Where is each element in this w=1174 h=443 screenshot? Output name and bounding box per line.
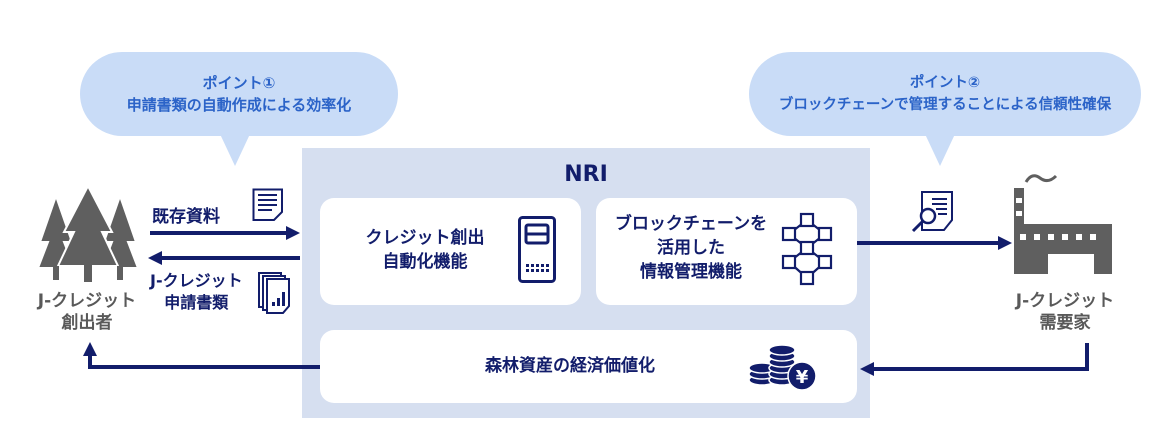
economic-value-box: 森林資産の経済価値化 ¥ (320, 330, 857, 403)
creator-label-line2: 創出者 (61, 313, 113, 333)
coins-yen-icon: ¥ (748, 344, 817, 391)
report-documents-icon (258, 272, 290, 314)
application-docs-line1: J-クレジット (150, 271, 243, 290)
svg-text:¥: ¥ (796, 367, 809, 388)
credit-automation-box: クレジット創出 自動化機能 (320, 198, 581, 305)
point1-title: ポイント① (202, 74, 276, 92)
point2-title: ポイント② (909, 75, 981, 91)
terminal-icon (518, 216, 556, 283)
blockchain-icon (781, 212, 833, 286)
creator-label-line1: J-クレジット (37, 291, 137, 311)
document-search-icon (911, 191, 953, 233)
forest-icon (36, 183, 140, 282)
existing-docs-label: 既存資料 (152, 207, 220, 227)
arrow-value-to-creator (88, 352, 320, 369)
factory-icon (1014, 174, 1112, 274)
blockchain-box: ブロックチェーンを 活用した 情報管理機能 (596, 198, 857, 305)
buyer-label-line1: J-クレジット (1015, 291, 1115, 311)
application-docs-line2: 申請書類 (164, 293, 229, 312)
point1-text: 申請書類の自動作成による効率化 (126, 96, 352, 114)
function1-line1: クレジット創出 (365, 228, 485, 248)
point1-bubble: ポイント① 申請書類の自動作成による効率化 (80, 52, 398, 136)
buyer-label: J-クレジット 需要家 (1005, 290, 1125, 334)
application-docs-label: J-クレジット 申請書類 (150, 270, 243, 314)
point2-bubble-tail (925, 134, 955, 166)
arrow-buyer-to-nri (872, 343, 1089, 371)
function2-line3: 情報管理機能 (640, 262, 742, 282)
function3-label: 森林資産の経済価値化 (485, 356, 655, 376)
function2-line1: ブロックチェーンを (614, 214, 768, 234)
point1-bubble-tail (220, 134, 250, 166)
point2-text: ブロックチェーンで管理することによる信頼性確保 (778, 97, 1112, 113)
function2-line2: 活用した (657, 238, 725, 258)
nri-title: NRI (564, 162, 608, 187)
document-icon (252, 188, 283, 221)
point2-bubble: ポイント② ブロックチェーンで管理することによる信頼性確保 (749, 52, 1141, 136)
function1-line2: 自動化機能 (382, 252, 468, 272)
buyer-label-line2: 需要家 (1039, 313, 1091, 333)
creator-label: J-クレジット 創出者 (27, 290, 147, 334)
